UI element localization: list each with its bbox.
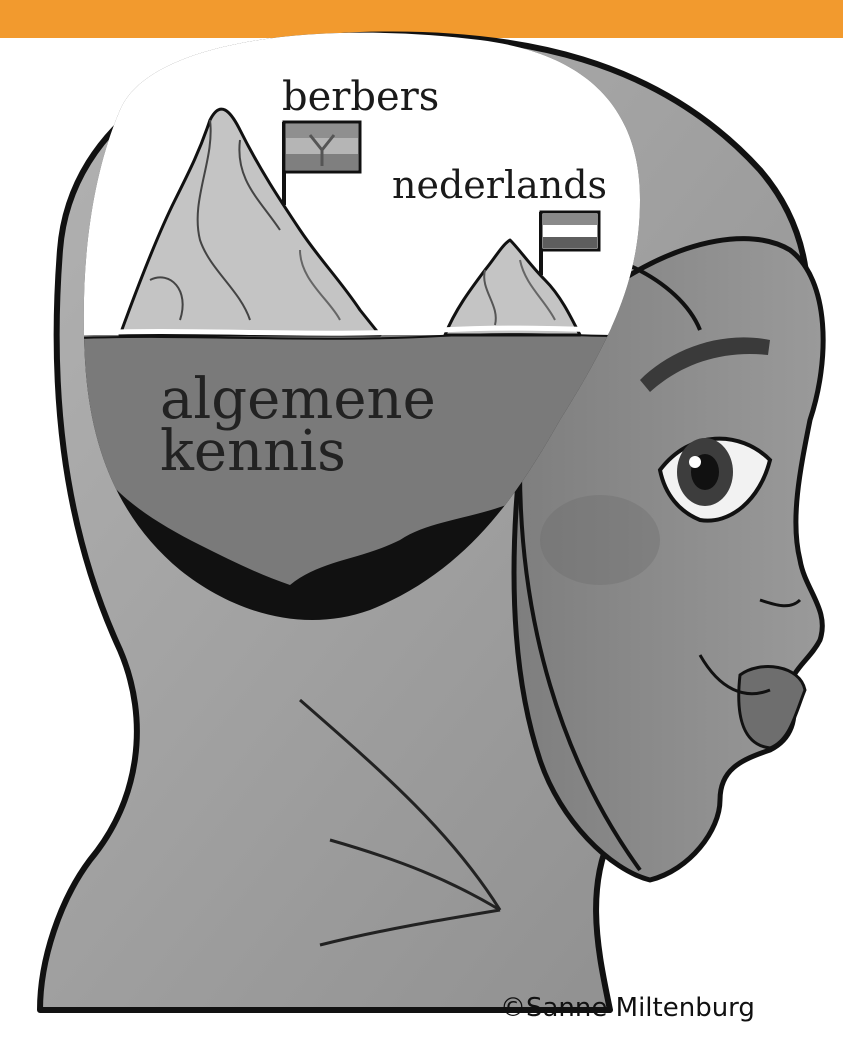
label-berbers: berbers (282, 74, 439, 120)
credit-text: ©Sanne Miltenburg (500, 993, 755, 1023)
label-kennis: kennis (160, 419, 346, 484)
lips (739, 667, 805, 748)
label-nederlands: nederlands (392, 163, 607, 207)
